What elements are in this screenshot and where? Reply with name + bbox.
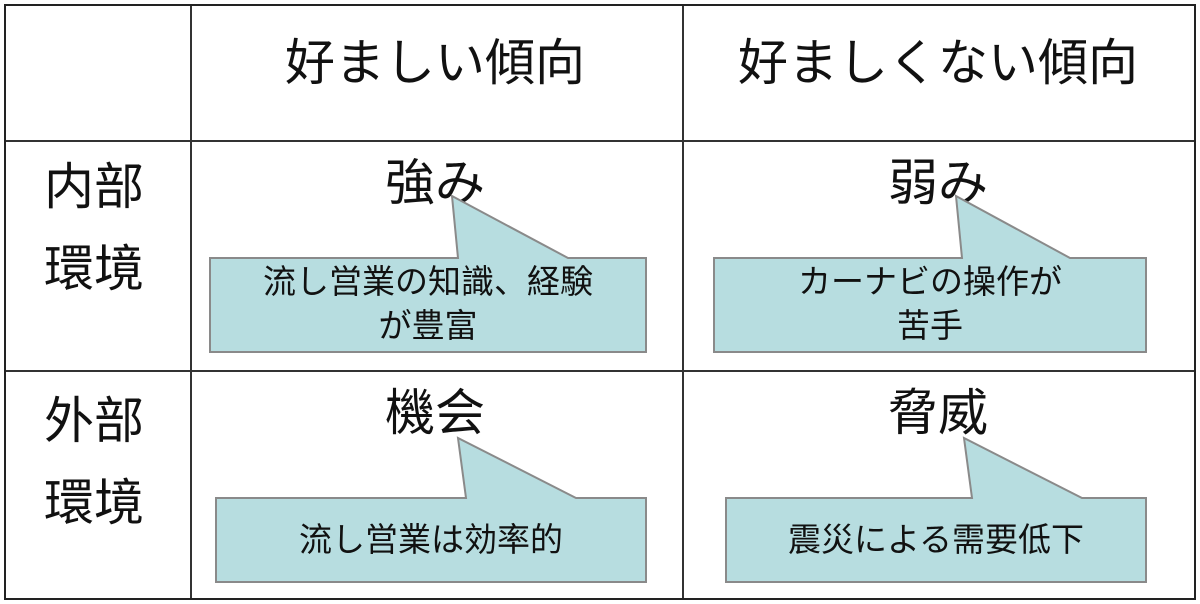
quadrant-title-weaknesses: 弱み <box>888 154 988 212</box>
grid-line-vertical-1 <box>190 6 192 598</box>
callout-strengths-line-2: が豊富 <box>378 306 478 345</box>
callout-threats-text: 震災による需要低下 <box>726 518 1146 562</box>
callout-threats-line-1: 震災による需要低下 <box>787 520 1084 559</box>
grid-line-horizontal-1 <box>6 140 1194 142</box>
callout-weaknesses-text: カーナビの操作が 苦手 <box>714 260 1146 348</box>
row-header-external: 外部 環境 <box>24 380 164 544</box>
callout-weaknesses-line-2: 苦手 <box>897 306 963 345</box>
row-header-internal-line-1: 内部 <box>44 158 144 216</box>
callout-opportunities-text: 流し営業は効率的 <box>216 518 646 562</box>
callout-opportunities-line-1: 流し営業は効率的 <box>299 520 563 559</box>
row-header-external-line-1: 外部 <box>44 392 144 450</box>
quadrant-title-opportunities: 機会 <box>385 384 485 442</box>
column-header-favorable: 好ましい傾向 <box>285 34 585 92</box>
grid-line-horizontal-2 <box>6 370 1194 372</box>
row-header-internal: 内部 環境 <box>24 146 164 310</box>
row-header-internal-line-2: 環境 <box>44 240 144 298</box>
swot-matrix <box>4 4 1196 600</box>
column-header-unfavorable: 好ましくない傾向 <box>738 34 1138 92</box>
quadrant-title-threats: 脅威 <box>888 384 988 442</box>
callout-weaknesses-line-1: カーナビの操作が <box>798 262 1062 301</box>
callout-strengths-line-1: 流し営業の知識、経験 <box>263 262 593 301</box>
callout-strengths-text: 流し営業の知識、経験 が豊富 <box>210 260 646 348</box>
quadrant-title-strengths: 強み <box>385 154 485 212</box>
grid-line-vertical-2 <box>682 6 684 598</box>
row-header-external-line-2: 環境 <box>44 474 144 532</box>
